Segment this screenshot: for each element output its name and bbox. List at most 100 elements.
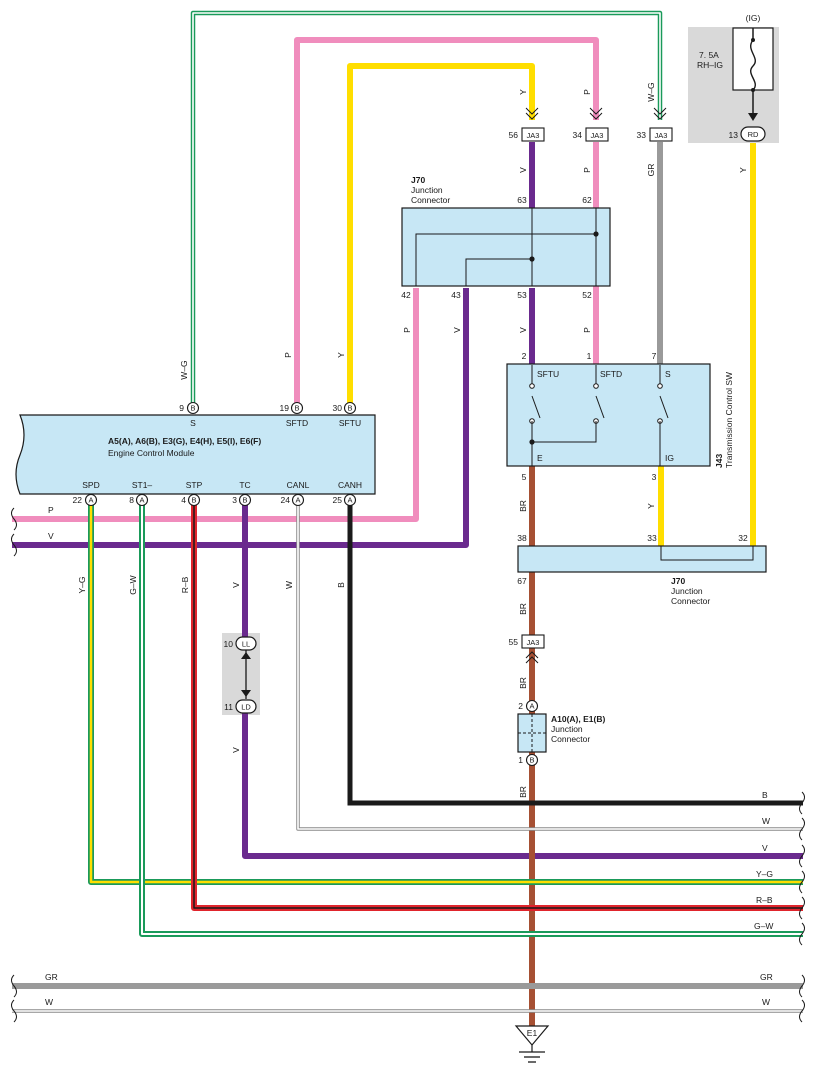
break-marks-right [799, 791, 805, 1023]
wire-label: P [582, 89, 592, 95]
wire-label: BR [518, 677, 528, 689]
ja3-connectors: JA3 JA3 JA3 56 34 33 Y P W–G GR [509, 82, 673, 177]
ja3-lower-connector: JA3 55 BR [509, 634, 545, 689]
pin-number: 9 [179, 403, 184, 413]
term-letter: B [190, 404, 195, 413]
pin-number: 2 [518, 701, 523, 711]
wire-w [296, 505, 803, 831]
wire-b [347, 505, 803, 806]
ground-label: E1 [527, 1028, 538, 1038]
fuse-pin: 13 [729, 130, 739, 140]
pin-number: 7 [652, 351, 657, 361]
break-marks-left [11, 507, 17, 1023]
wire-label: V [518, 327, 528, 333]
pin-number: 10 [224, 639, 234, 649]
wire-label: V [452, 327, 462, 333]
ecm-sig-s: S [190, 418, 196, 428]
pin-number: 38 [517, 533, 527, 543]
a10-name1: Junction [551, 724, 583, 734]
j43-label-s: S [665, 369, 671, 379]
fuse-source: (IG) [746, 13, 761, 23]
wire-label: V [231, 747, 241, 753]
j70-upper-connector: J70 Junction Connector 63 62 42 43 53 52… [401, 167, 611, 333]
tc-conn-top: LL [242, 640, 250, 649]
pin-number: 3 [652, 472, 657, 482]
wire-w-g [190, 10, 663, 405]
pin-number: 62 [582, 195, 592, 205]
wire-label: G–W [128, 575, 138, 594]
ecm-sig-st1: ST1– [132, 480, 153, 490]
pin-number: 24 [281, 495, 291, 505]
term-letter: B [347, 404, 352, 413]
fuse-rating: 7. 5A [699, 50, 719, 60]
bus-right-b-label: B [762, 790, 768, 800]
a10-name2: Connector [551, 734, 590, 744]
term-letter: A [529, 702, 534, 711]
wire-label: Y [518, 89, 528, 95]
wire-label: Y [336, 352, 346, 358]
wire-label: B [336, 582, 346, 588]
pin-number: 5 [522, 472, 527, 482]
wire-label: P [582, 167, 592, 173]
pin-number: 32 [738, 533, 748, 543]
pin-number: 2 [522, 351, 527, 361]
wire-label: GR [646, 164, 656, 177]
bus-right-w-label: W [762, 816, 770, 826]
bus-right-gw-label: G–W [754, 921, 773, 931]
wire-label: P [402, 327, 412, 333]
wire-label: W [284, 581, 294, 589]
wire-label: BR [518, 786, 528, 798]
bus-gr-right-label: GR [760, 972, 773, 982]
term-letter: A [139, 496, 144, 505]
term-letter: A [347, 496, 352, 505]
pin-number: 30 [333, 403, 343, 413]
j70-id: J70 [411, 175, 425, 185]
wire-label: Y [738, 167, 748, 173]
ecm-sig-spd: SPD [82, 480, 99, 490]
fuse-rh-ig: (IG) 7. 5A RH–IG RD 13 Y [697, 13, 774, 173]
wire-g-w [139, 505, 803, 937]
pin-number: 42 [401, 290, 411, 300]
pin-number: 43 [451, 290, 461, 300]
j43-name: Transmission Control SW [724, 372, 734, 468]
ecm-name: Engine Control Module [108, 448, 195, 458]
j70-lower-name2: Connector [671, 596, 710, 606]
tc-conn-bottom: LD [241, 703, 251, 712]
pin-number: 1 [587, 351, 592, 361]
j43-label-ig: IG [665, 453, 674, 463]
bus-right-rb-label: R–B [756, 895, 773, 905]
term-letter: B [529, 756, 534, 765]
fuse-name: RH–IG [697, 60, 723, 70]
pin-number: 25 [333, 495, 343, 505]
a10-junction-connector: A 2 B 1 A10(A), E1(B) Junction Connector… [517, 699, 605, 798]
wire-label: R–B [180, 576, 190, 593]
bus-w-right-label: W [762, 997, 770, 1007]
term-letter: A [295, 496, 300, 505]
pin-number: 1 [518, 755, 523, 765]
ecm-sig-sftd: SFTD [286, 418, 308, 428]
term-letter: B [294, 404, 299, 413]
term-letter: B [242, 496, 247, 505]
ecm-top-terminals: B 9 B 19 B 30 [179, 401, 357, 415]
ja3-label: JA3 [655, 131, 668, 140]
pin-number: 63 [517, 195, 527, 205]
pin-number: 53 [517, 290, 527, 300]
pin-number: 3 [232, 495, 237, 505]
bus-left-v-label: V [48, 531, 54, 541]
wire-v [12, 142, 803, 859]
bus-left-p-label: P [48, 505, 54, 515]
j70-lower-id: J70 [671, 576, 685, 586]
bus-right-v-label: V [762, 843, 768, 853]
j70-name1: Junction [411, 185, 443, 195]
j43-label-sftu: SFTU [537, 369, 559, 379]
wire-label: W–G [646, 82, 656, 101]
j43-label-e: E [537, 453, 543, 463]
j70-lower-name1: Junction [671, 586, 703, 596]
pin-number: 33 [637, 130, 647, 140]
wire-label: Y [646, 503, 656, 509]
wire-y-g [88, 505, 803, 885]
wire-label: Y–G [77, 576, 87, 593]
ecm-sig-canl: CANL [287, 480, 310, 490]
wire-y [347, 63, 756, 547]
